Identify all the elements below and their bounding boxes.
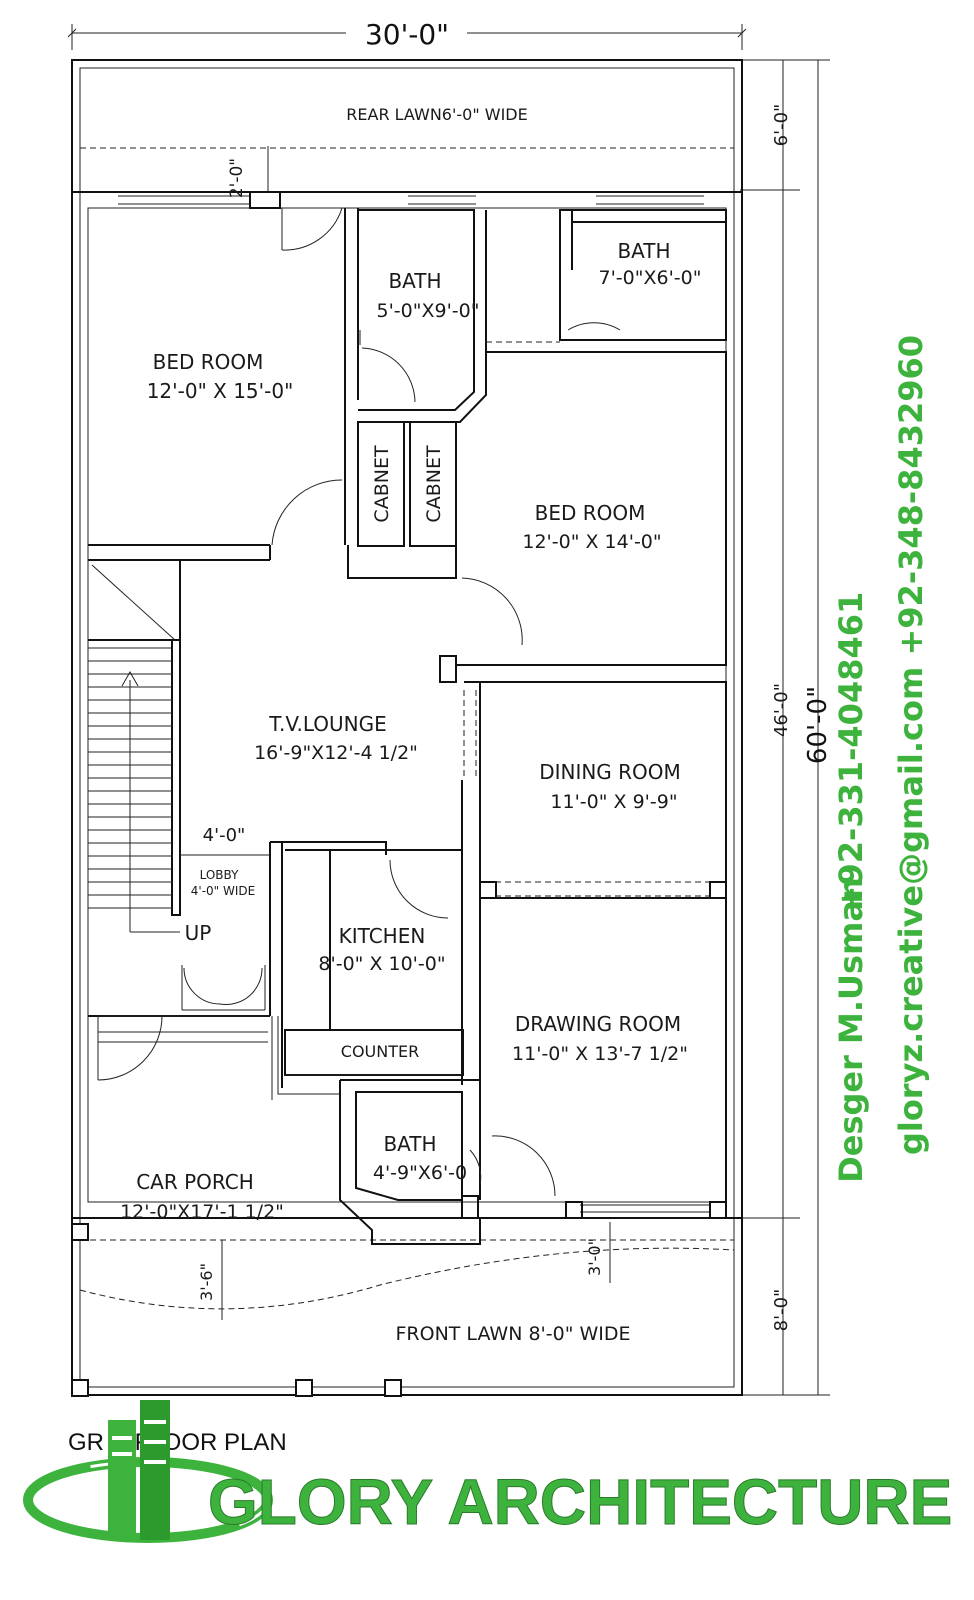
setback-3-label: 3'-0" [585, 1238, 604, 1276]
setback-3-6-label: 3'-6" [197, 1263, 216, 1301]
overall-depth-label: 60'-0" [803, 686, 833, 764]
setback-2-label: 2'-0" [227, 158, 247, 198]
house-walls [71, 191, 743, 1245]
plan-title: GR D FLOOR PLAN [68, 1429, 287, 1456]
lobby-name: LOBBY [200, 868, 240, 882]
glory-architecture-logo [23, 1400, 273, 1543]
stair-up-label: UP [185, 921, 212, 945]
bath-2-name: BATH [617, 239, 670, 263]
bedroom-2-name: BED ROOM [535, 501, 646, 525]
car-porch-name: CAR PORCH [136, 1170, 254, 1194]
designer-name-label: Desger M.Usman [832, 877, 870, 1183]
bath-1-name: BATH [388, 269, 441, 293]
dining-room-size: 11'-0" X 9'-9" [550, 791, 677, 813]
lobby-width-label: 4'-0" [203, 825, 246, 846]
cabinet-2-label: CABNET [423, 445, 445, 523]
bath-1-size: 5'-0"X9'-0" [376, 300, 479, 322]
brand-name: GLORY ARCHITECTURE [208, 1466, 952, 1538]
cabinet-1-label: CABNET [371, 445, 393, 523]
overall-width-label: 30'-0" [365, 18, 449, 51]
front-lawn-depth-label: 8'-0" [771, 1289, 792, 1332]
tv-lounge-size: 16'-9"X12'-4 1/2" [254, 742, 418, 764]
staircase [88, 559, 181, 933]
bath-3-size: 4'-9"X6'-0 [373, 1162, 467, 1184]
drawing-room-size: 11'-0" X 13'-7 1/2" [512, 1043, 688, 1065]
dimension-lines [67, 24, 830, 1396]
tv-lounge-name: T.V.LOUNGE [268, 712, 387, 736]
designer-phone-label: +92-331-4048461 [832, 592, 870, 913]
designer-contact-label: gloryz.creative@gmail.com +92-348-843296… [892, 335, 930, 1155]
columns [71, 191, 402, 1397]
house-depth-label: 46'-0" [771, 683, 792, 737]
drawing-room-name: DRAWING ROOM [515, 1012, 681, 1036]
counter-label: COUNTER [341, 1042, 419, 1061]
bedroom-1-name: BED ROOM [153, 350, 264, 374]
car-porch-size: 12'-0"X17'-1 1/2" [120, 1201, 284, 1223]
bedroom-2-size: 12'-0" X 14'-0" [522, 531, 661, 553]
bath-2-size: 7'-0"X6'-0" [598, 267, 701, 289]
kitchen-size: 8'-0" X 10'-0" [318, 953, 445, 975]
bedroom-1-size: 12'-0" X 15'-0" [147, 379, 294, 403]
lobby-size: 4'-0" WIDE [191, 884, 255, 898]
bath-3-name: BATH [383, 1132, 436, 1156]
kitchen-name: KITCHEN [339, 924, 426, 948]
dining-room-name: DINING ROOM [539, 760, 681, 784]
front-lawn-label: FRONT LAWN 8'-0" WIDE [395, 1323, 630, 1345]
rear-lawn-label: REAR LAWN6'-0" WIDE [346, 105, 527, 124]
rear-lawn-depth-label: 6'-0" [771, 104, 792, 147]
